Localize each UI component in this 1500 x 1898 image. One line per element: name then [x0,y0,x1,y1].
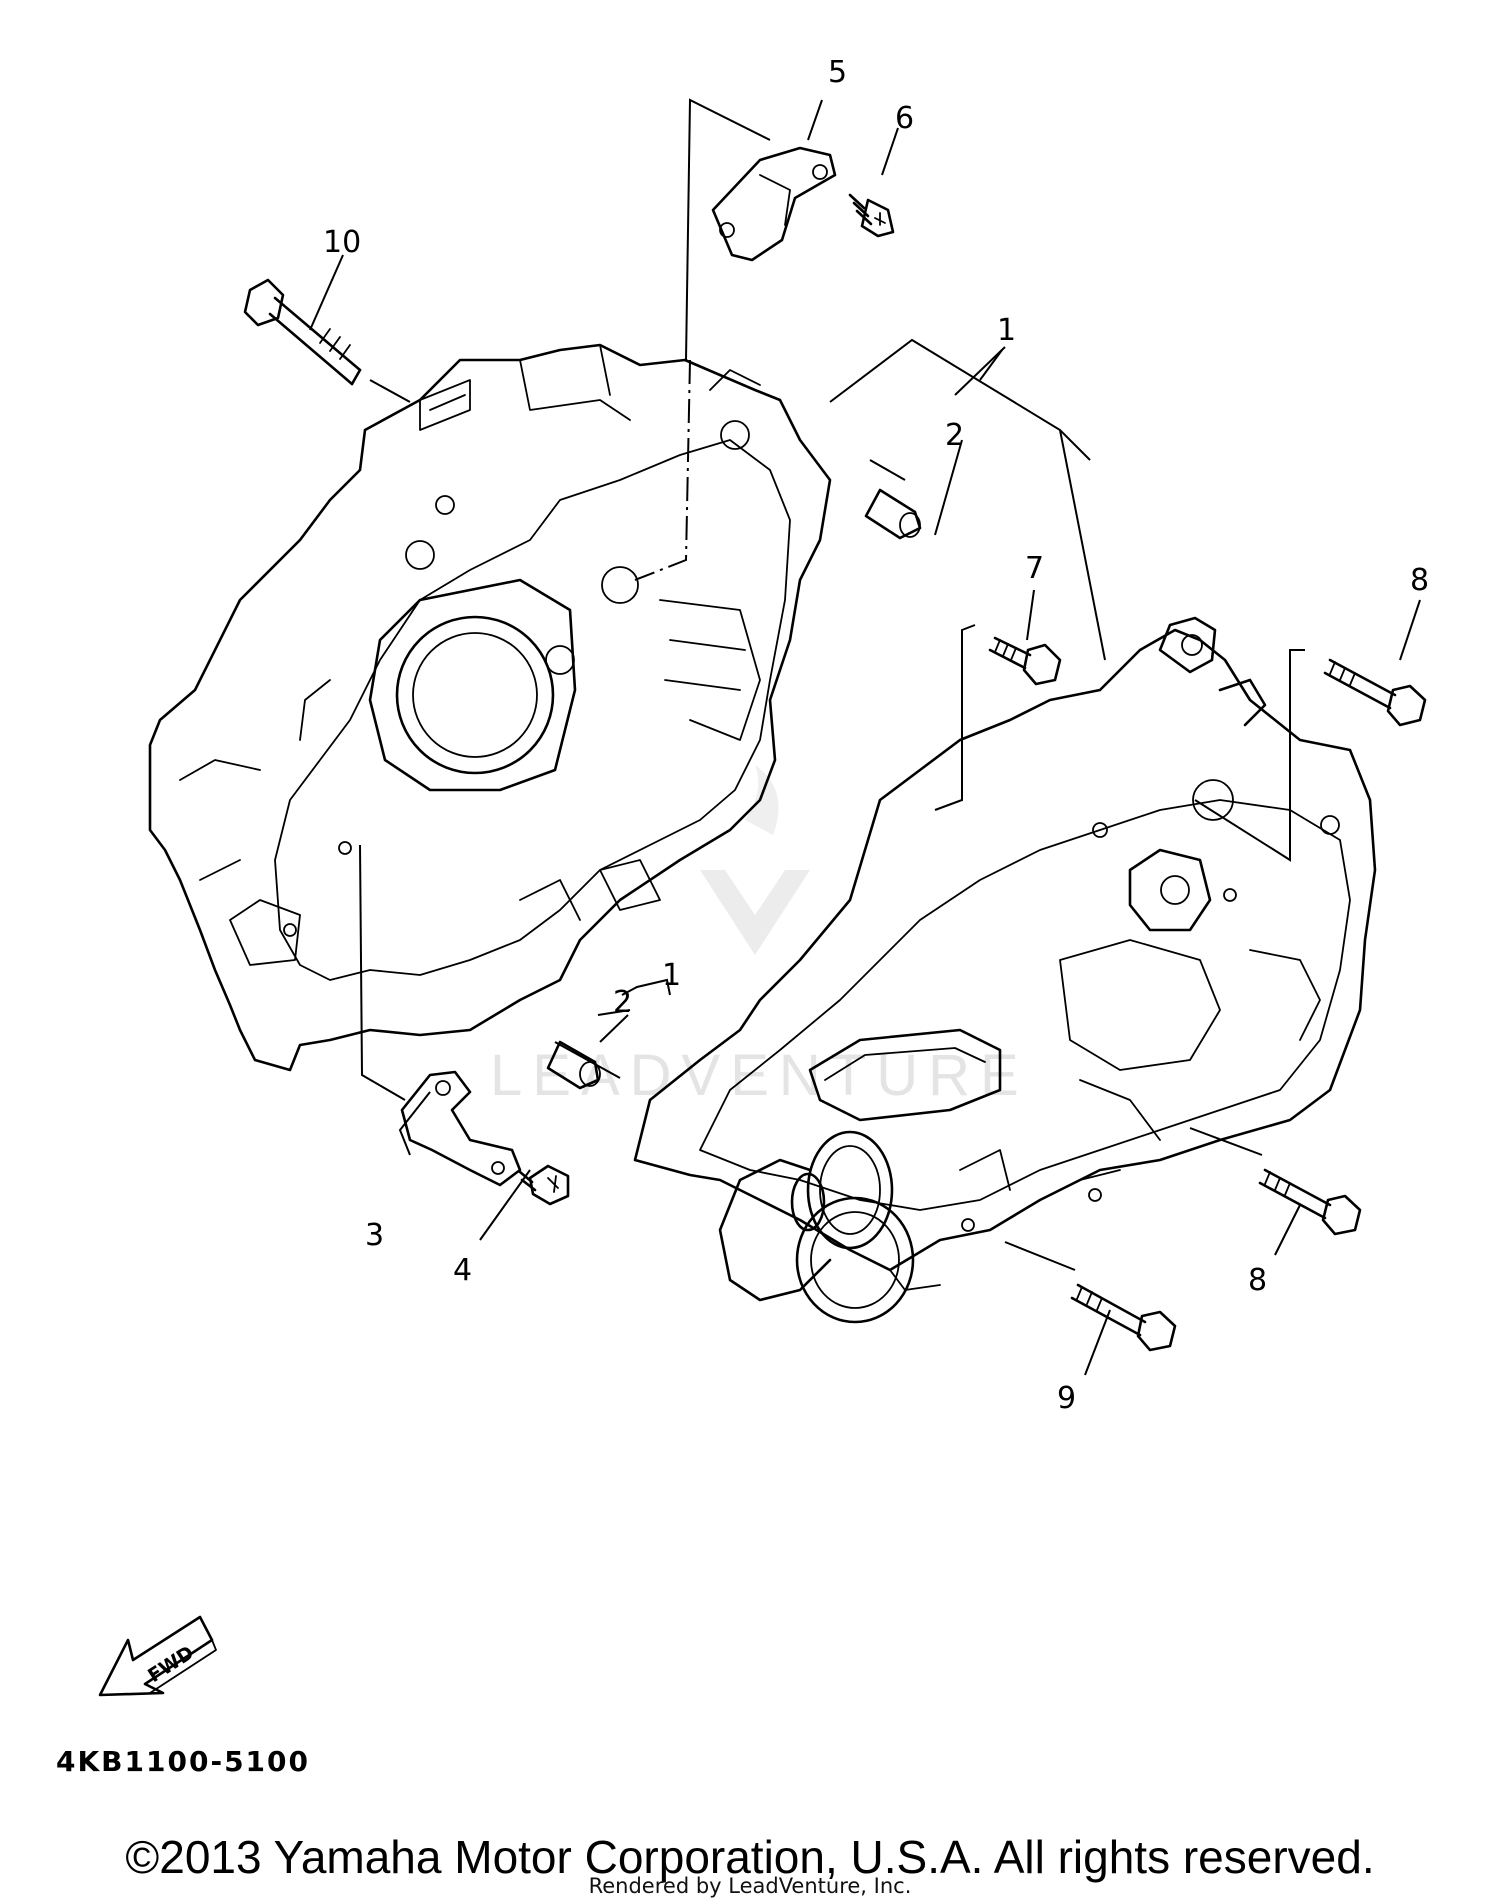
watermark: LEADVENTURE [490,765,1029,1108]
dowel-pin-2-upper [864,488,922,540]
callout-8: 8 [1410,563,1429,598]
callout-1: 1 [997,313,1016,348]
small-parts [243,146,1427,1352]
callout-10: 10 [323,225,361,260]
left-crankcase [148,343,832,1072]
dowel-pin-2-lower [546,1040,601,1090]
callout-8: 8 [1248,1263,1267,1298]
callout-9: 9 [1057,1381,1076,1416]
right-crankcase [633,616,1377,1324]
screw-4 [518,1164,570,1206]
bolt-8-lower [1258,1168,1362,1236]
watermark-text: LEADVENTURE [490,1043,1029,1108]
drawing-code: 4KB1100-5100 [56,1745,311,1778]
callout-2: 2 [613,985,632,1020]
screw-6 [848,193,895,238]
copyright-notice: ©2013 Yamaha Motor Corporation, U.S.A. A… [125,1831,1375,1883]
fwd-arrow-icon: FWD [98,1615,217,1697]
bolt-8-upper [1323,658,1427,727]
callout-3: 3 [365,1218,384,1253]
callout-4: 4 [453,1253,472,1288]
callout-7: 7 [1025,551,1044,586]
callouts: 5 6 10 1 2 7 8 1 2 3 4 8 9 [323,55,1429,1416]
callout-2: 2 [945,418,964,453]
bolt-10 [243,278,362,386]
callout-1: 1 [662,958,681,993]
leader-lines [309,98,1421,1376]
callout-5: 5 [828,55,847,90]
rendered-by-note: Rendered by LeadVenture, Inc. [588,1874,912,1898]
bolt-9 [1070,1283,1177,1352]
callout-6: 6 [895,101,914,136]
bolt-7 [988,636,1062,686]
